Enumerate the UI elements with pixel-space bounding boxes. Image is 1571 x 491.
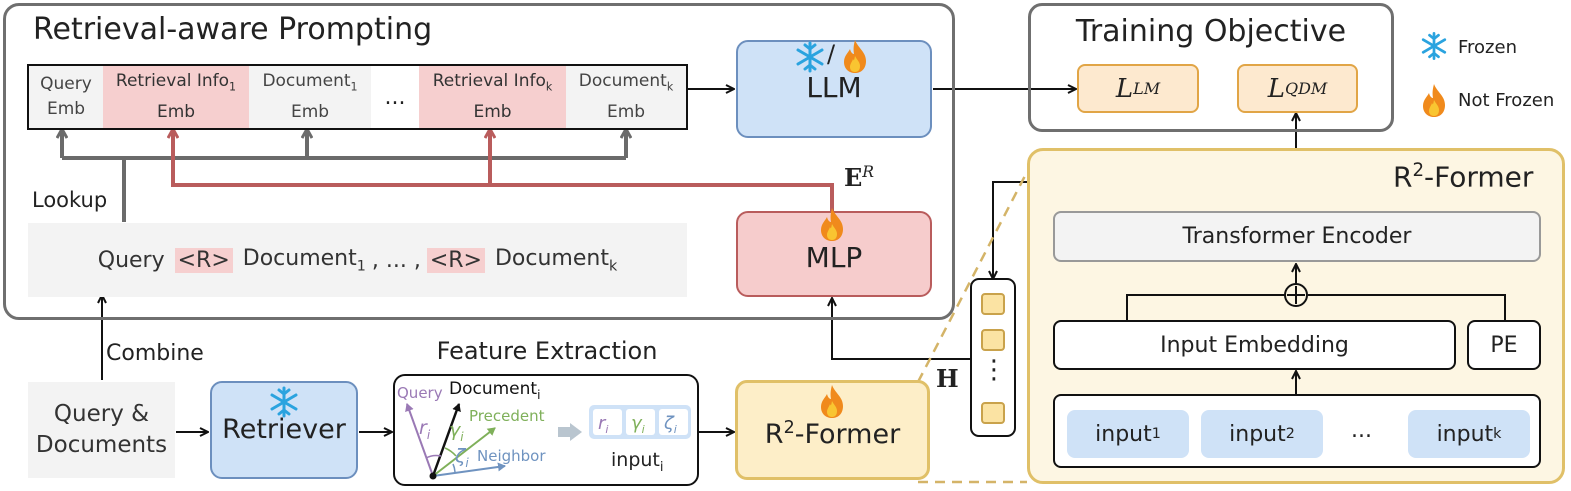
r2former-label: R2-Former xyxy=(764,418,901,450)
ellipsis-cell: ... xyxy=(371,66,421,128)
h-cell xyxy=(981,329,1005,351)
combine-label: Combine xyxy=(106,341,204,366)
feature-vector-diagram: Query Documenti Precedent Neighbor ri γi… xyxy=(397,379,691,480)
lookup-label: Lookup xyxy=(32,188,108,212)
input-token-string: Query <R> Document1 , ... , <R> Document… xyxy=(28,223,687,297)
snowflake-icon xyxy=(1421,32,1447,60)
h-label: H xyxy=(936,364,959,393)
document-1-emb-cell: Document1 Emb xyxy=(249,66,373,128)
embedding-sequence: Query Emb Retrieval Info1 Emb Document1 … xyxy=(27,64,688,130)
er-label: ER xyxy=(844,163,875,192)
h-cell xyxy=(981,293,1005,315)
training-objective-panel xyxy=(1028,3,1394,132)
h-vector: ⋮ xyxy=(970,278,1016,437)
neighbor-label: Neighbor xyxy=(477,447,546,465)
precedent-vector xyxy=(432,427,496,477)
prompting-title: Retrieval-aware Prompting xyxy=(33,12,433,47)
gamma-symbol: γi xyxy=(449,419,464,444)
retrieval-token: <R> xyxy=(174,247,233,273)
triplet-gamma: γi xyxy=(631,413,645,436)
retrieval-info-k-emb-cell: Retrieval Infok Emb xyxy=(419,66,568,128)
document-vector xyxy=(431,403,461,477)
training-objective-title: Training Objective xyxy=(1075,14,1347,49)
pe-box: PE xyxy=(1467,320,1541,370)
flame-icon xyxy=(821,385,843,418)
h-cell xyxy=(981,402,1005,424)
flame-icon xyxy=(821,208,843,241)
query-emb-cell: Query Emb xyxy=(29,66,105,128)
query-vector-label: Query xyxy=(397,384,443,402)
snowflake-icon xyxy=(796,41,824,73)
zeta-symbol: ζi xyxy=(454,445,469,470)
er-arrows xyxy=(173,130,834,212)
retriever-label: Retriever xyxy=(222,414,346,445)
neighbor-vector xyxy=(432,462,506,477)
transformer-encoder-box: Transformer Encoder xyxy=(1053,211,1541,262)
mlp-label: MLP xyxy=(805,240,863,274)
query-vector xyxy=(405,403,434,477)
precedent-label: Precedent xyxy=(469,407,545,425)
r2former-internal-connectors xyxy=(1126,148,1506,394)
llm-box xyxy=(736,40,932,138)
retrieval-info-1-emb-cell: Retrieval Info1 Emb xyxy=(103,66,251,128)
lookup-arrows xyxy=(62,130,626,222)
retrieval-token: <R> xyxy=(426,247,485,273)
input-ellipsis: ... xyxy=(1351,418,1372,443)
origin-dot xyxy=(429,472,437,480)
triplet-r: ri xyxy=(598,413,608,436)
document-k-emb-cell: Documentk Emb xyxy=(566,66,686,128)
r2former-detail-title: R2-Former xyxy=(1393,160,1534,194)
llm-label: LLM xyxy=(806,71,862,104)
legend-frozen-label: Frozen xyxy=(1458,37,1517,58)
legend-not-frozen-label: Not Frozen xyxy=(1458,90,1555,111)
llm-slash: / xyxy=(827,40,836,68)
retrieval-aware-prompting-panel xyxy=(3,3,955,320)
feature-extraction-title: Feature Extraction xyxy=(436,337,658,365)
r-symbol: ri xyxy=(419,417,431,442)
input-embedding-box: Input Embedding xyxy=(1053,320,1456,370)
document-vector-label: Documenti xyxy=(449,379,540,402)
input-i-label: inputi xyxy=(611,449,664,475)
triplet-zeta: ζi xyxy=(663,413,677,436)
query-documents-box: Query & Documents xyxy=(28,382,175,478)
zoom-lines xyxy=(916,171,1029,484)
snowflake-icon xyxy=(270,386,298,418)
flame-icon xyxy=(844,40,866,73)
h-dots: ⋮ xyxy=(981,355,1007,385)
flame-icon xyxy=(1423,84,1445,117)
